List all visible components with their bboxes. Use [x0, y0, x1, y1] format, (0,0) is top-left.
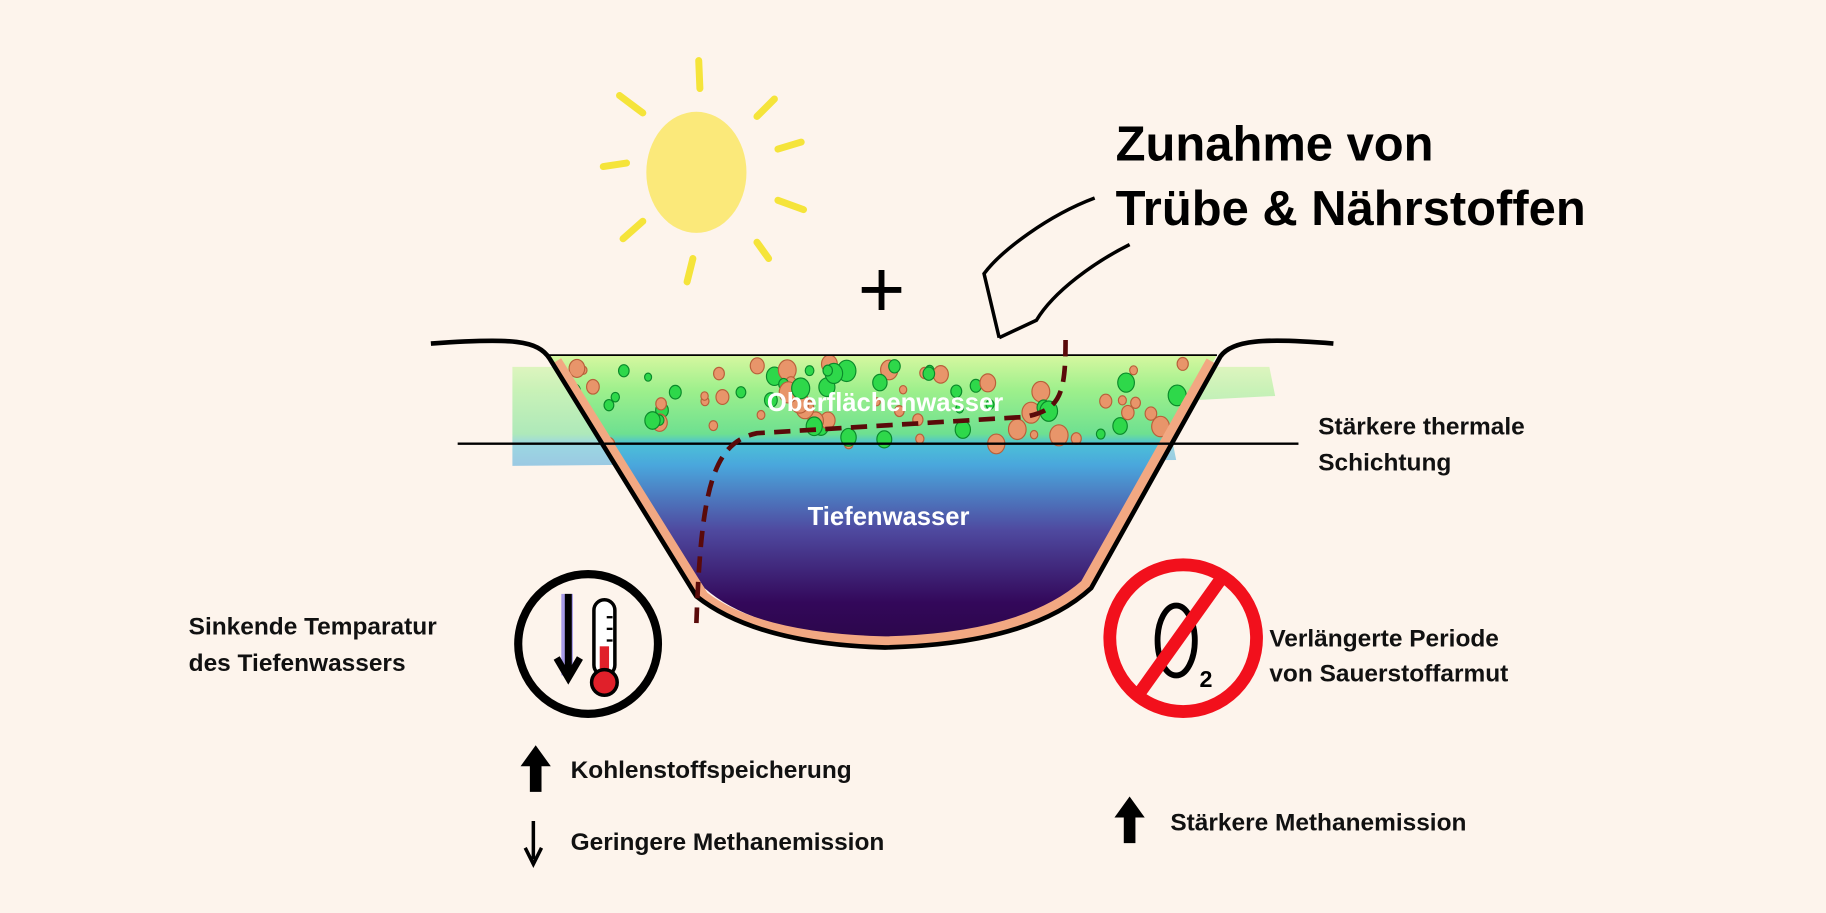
stratification-line-2: Schichtung	[1318, 449, 1451, 476]
deep-water-label: Tiefenwasser	[808, 503, 970, 531]
sediment-particle	[979, 373, 997, 393]
algae-particle	[1112, 417, 1128, 435]
sediment-particle	[1129, 365, 1139, 376]
inflow-arrow-icon	[982, 196, 1131, 340]
lake-sediment	[552, 358, 1216, 647]
temperature-profile-line	[694, 340, 1068, 624]
algae-particle	[735, 386, 747, 399]
sediment-particle	[1144, 406, 1158, 421]
sediment-particle	[713, 366, 725, 381]
sediment-particle	[1031, 380, 1051, 403]
effect-lower-methane: Geringere Methanemission	[571, 829, 885, 856]
sediment-particle	[1049, 424, 1069, 447]
algae-particle	[1195, 406, 1214, 427]
sediment-particle	[1029, 429, 1039, 440]
sediment-particle	[756, 409, 766, 420]
sediment-particle	[1130, 396, 1142, 409]
algae-particle	[840, 427, 857, 447]
no-oxygen-icon: 2	[1103, 558, 1263, 718]
sediment-particle	[568, 358, 586, 378]
algae-particle	[888, 359, 901, 374]
algae-particle	[763, 392, 778, 409]
sediment-particle	[915, 433, 925, 445]
arrow-up-icon	[1114, 796, 1145, 844]
algae-particle	[617, 364, 630, 378]
sediment-particle	[898, 384, 908, 395]
algae-particle	[922, 366, 936, 381]
surface-water-label: Oberflächenwasser	[767, 389, 1003, 417]
plus-sign: +	[858, 244, 906, 335]
sediment-particle	[1121, 404, 1135, 421]
algae-particle	[603, 398, 615, 412]
algae-particle	[1095, 428, 1106, 440]
oxygen-line-1: Verlängerte Periode	[1269, 625, 1499, 652]
title-line-2: Trübe & Nährstoffen	[1116, 182, 1586, 236]
algae-particle	[791, 377, 811, 400]
algae-particle	[610, 391, 621, 403]
sediment-particle	[1183, 430, 1197, 446]
sediment-particle	[715, 389, 730, 406]
temperature-line-1: Sinkende Temparatur	[189, 614, 438, 641]
sediment-particle	[700, 391, 709, 401]
sediment-particle	[708, 420, 719, 432]
effect-higher-methane: Stärkere Methanemission	[1170, 809, 1466, 836]
sediment-particle	[586, 378, 600, 395]
lake-basin-outline	[430, 338, 1334, 650]
sun-icon	[599, 57, 808, 286]
sediment-particle	[1117, 395, 1127, 406]
sediment-particle	[932, 365, 949, 384]
sediment-particle	[1099, 393, 1113, 409]
sediment-particle	[749, 357, 765, 375]
arrow-up-icon	[520, 745, 551, 792]
title-line-1: Zunahme von	[1116, 118, 1434, 172]
algae-particle	[985, 399, 995, 410]
sediment-particle	[1007, 418, 1027, 441]
algae-particle	[872, 373, 888, 392]
thermometer-icon	[514, 570, 663, 718]
algae-particle	[644, 411, 661, 430]
algae-particle	[644, 372, 653, 382]
sediment-particle	[655, 397, 667, 411]
sediment-particle	[894, 405, 905, 418]
algae-particle	[668, 384, 682, 400]
algae-particle	[876, 430, 893, 449]
temperature-line-2: des Tiefenwassers	[189, 650, 406, 677]
stratification-line-1: Stärkere thermale	[1318, 413, 1524, 440]
algae-particle	[822, 364, 834, 377]
algae-particle	[804, 365, 815, 377]
oxygen-subscript: 2	[1199, 666, 1212, 692]
sediment-particle	[1176, 356, 1189, 371]
effect-carbon-storage: Kohlenstoffspeicherung	[571, 757, 852, 784]
algae-particle	[954, 420, 972, 439]
algae-particle	[1117, 372, 1135, 393]
oxygen-line-2: von Sauerstoffarmut	[1269, 660, 1508, 687]
sediment-particle	[872, 397, 881, 407]
arrow-down-icon	[523, 821, 544, 868]
algae-particle	[955, 403, 964, 414]
algae-particle	[950, 384, 963, 399]
algae-particle	[805, 416, 823, 437]
